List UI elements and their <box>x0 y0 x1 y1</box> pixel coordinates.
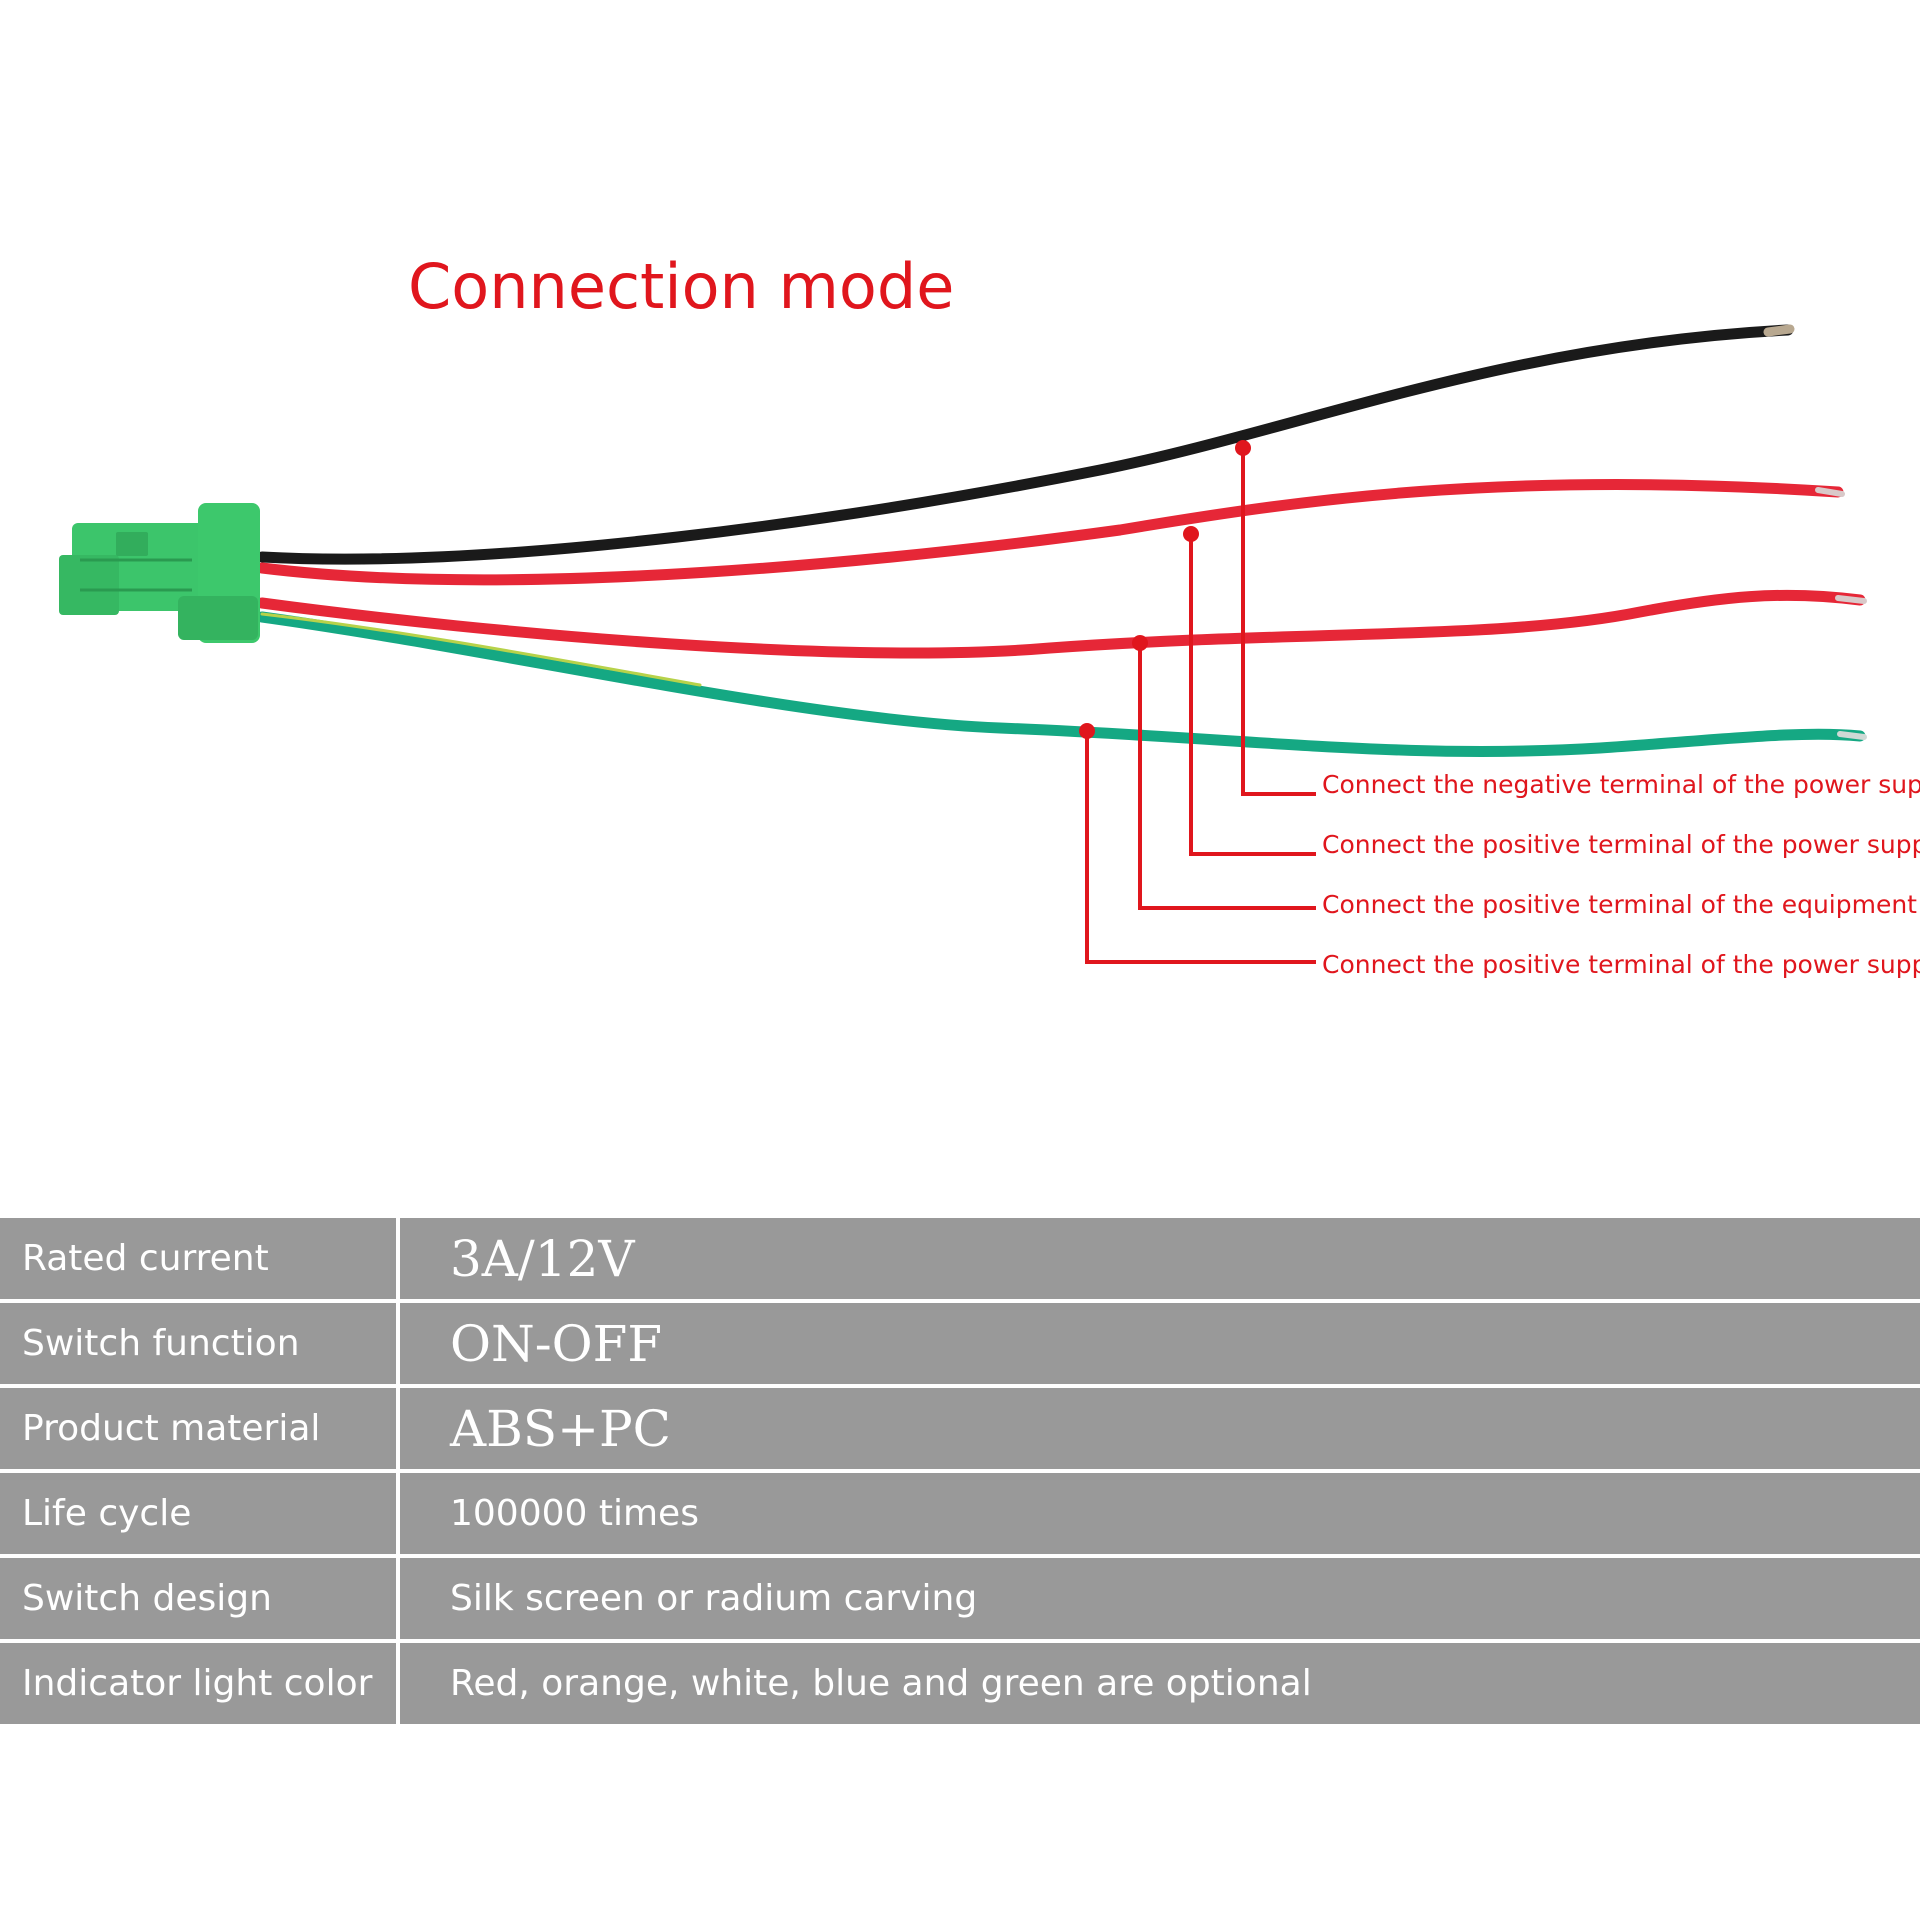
spec-key: Rated current <box>0 1218 400 1303</box>
spec-value: Silk screen or radium carving <box>398 1556 1920 1643</box>
wire-red-2 <box>256 589 1866 659</box>
table-row: Switch function ON-OFF <box>0 1301 1920 1388</box>
spec-key: Product material <box>0 1386 400 1473</box>
spec-value: Red, orange, white, blue and green are o… <box>398 1641 1920 1724</box>
table-row: Indicator light color Red, orange, white… <box>0 1641 1920 1724</box>
connector-latch <box>59 555 119 615</box>
spec-value: ON-OFF <box>398 1301 1920 1388</box>
spec-value: 3A/12V <box>398 1218 1920 1303</box>
spec-key: Indicator light color <box>0 1641 400 1724</box>
table-row: Rated current 3A/12V <box>0 1218 1920 1303</box>
spec-key: Life cycle <box>0 1471 400 1558</box>
callout-dot-4 <box>1079 723 1095 739</box>
connector <box>59 503 260 643</box>
wire-green <box>256 611 1866 757</box>
wire-green-tip <box>1837 731 1867 740</box>
table-row: Switch design Silk screen or radium carv… <box>0 1556 1920 1643</box>
callout-line-1 <box>1241 448 1316 796</box>
callout-dot-2 <box>1183 526 1199 542</box>
table-row: Life cycle 100000 times <box>0 1471 1920 1558</box>
wire-green-stripe <box>260 612 702 687</box>
spec-key: Switch function <box>0 1301 400 1388</box>
callout-label-negative-power: Connect the negative terminal of the pow… <box>1322 770 1920 799</box>
table-row: Product material ABS+PC <box>0 1386 1920 1473</box>
callout-label-positive-power-2: Connect the positive terminal of the pow… <box>1322 950 1920 979</box>
callout-label-positive-power: Connect the positive terminal of the pow… <box>1322 830 1920 859</box>
connector-collar-front <box>178 596 258 640</box>
callout-dot-1 <box>1235 440 1251 456</box>
wires <box>256 324 1867 757</box>
callout-line-3 <box>1138 643 1316 910</box>
wire-black <box>256 324 1794 565</box>
wire-red-2-tip <box>1835 595 1867 604</box>
connector-notch <box>116 532 148 556</box>
spec-value: 100000 times <box>398 1471 1920 1558</box>
spec-key: Switch design <box>0 1556 400 1643</box>
wire-black-tip <box>1763 324 1795 337</box>
callout-lines <box>1079 440 1316 964</box>
wiring-diagram <box>59 324 1867 964</box>
callout-dot-3 <box>1132 635 1148 651</box>
diagram-title: Connection mode <box>408 250 955 323</box>
wire-red-1-tip <box>1815 487 1845 497</box>
spec-value: ABS+PC <box>398 1386 1920 1473</box>
wire-red-1 <box>256 478 1844 586</box>
spec-table: Rated current 3A/12V Switch function ON-… <box>0 1218 1920 1724</box>
callout-line-4 <box>1085 731 1316 964</box>
callout-line-2 <box>1189 534 1316 856</box>
callout-label-positive-equipment: Connect the positive terminal of the equ… <box>1322 890 1917 919</box>
